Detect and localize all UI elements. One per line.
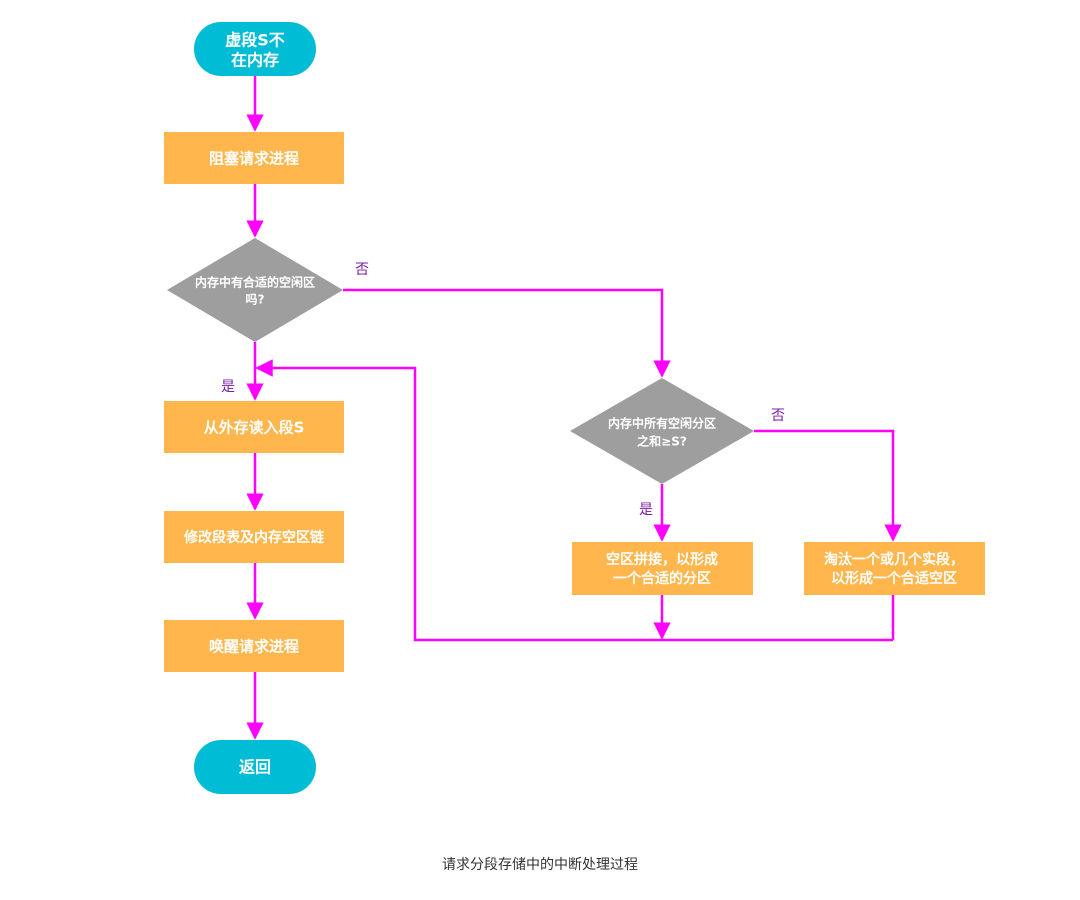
arrow-sum-no-to-evict bbox=[754, 429, 902, 542]
wake-process-box: 唤醒请求进程 bbox=[164, 620, 344, 672]
start-terminal: 虚段S不 在内存 bbox=[194, 22, 316, 76]
compact-box: 空区拼接，以形成 一个合适的分区 bbox=[572, 542, 753, 595]
decision-sum-line1: 内存中所有空闲分区 bbox=[608, 416, 716, 431]
start-terminal-line1: 虚段S不 bbox=[225, 31, 285, 50]
read-segment-box: 从外存读入段S bbox=[164, 401, 344, 453]
block-process-shape bbox=[164, 132, 344, 184]
block-process-box: 阻塞请求进程 bbox=[164, 132, 344, 184]
modify-table-shape bbox=[164, 511, 344, 563]
evict-line2: 以形成一个合适空区 bbox=[831, 570, 957, 587]
read-segment-label: 从外存读入段S bbox=[204, 419, 305, 437]
decision-sum-shape bbox=[570, 378, 754, 484]
compact-line2: 一个合适的分区 bbox=[613, 570, 711, 587]
start-terminal-shape bbox=[194, 22, 316, 76]
decision-sum-line2: 之和≥S? bbox=[637, 434, 687, 449]
compact-shape bbox=[572, 542, 753, 595]
arrow-decision-no-to-sum bbox=[343, 288, 671, 378]
wake-process-shape bbox=[164, 620, 344, 672]
start-terminal-line2: 在内存 bbox=[231, 51, 279, 70]
arrow-bus-loop-to-read bbox=[255, 359, 893, 642]
decision-free-area-line2: 吗? bbox=[246, 293, 265, 307]
decision-free-area: 内存中有合适的空闲区 吗? bbox=[167, 238, 343, 342]
label-yes-sum: 是 bbox=[639, 502, 653, 518]
decision-sum: 内存中所有空闲分区 之和≥S? bbox=[570, 378, 754, 484]
connectors bbox=[246, 76, 902, 740]
figure-caption: 请求分段存储中的中断处理过程 bbox=[442, 857, 638, 873]
evict-shape bbox=[804, 542, 985, 595]
modify-table-box: 修改段表及内存空区链 bbox=[164, 511, 344, 563]
read-segment-shape bbox=[164, 401, 344, 453]
decision-free-area-shape bbox=[167, 238, 343, 342]
modify-table-label: 修改段表及内存空区链 bbox=[183, 529, 325, 546]
end-terminal-shape bbox=[194, 740, 316, 794]
decision-free-area-line1: 内存中有合适的空闲区 bbox=[195, 275, 315, 290]
evict-line1: 淘汰一个或几个实段， bbox=[824, 551, 964, 568]
label-no-free-area: 否 bbox=[355, 262, 369, 278]
evict-box: 淘汰一个或几个实段， 以形成一个合适空区 bbox=[804, 542, 985, 595]
label-no-sum: 否 bbox=[771, 408, 785, 424]
wake-process-label: 唤醒请求进程 bbox=[209, 638, 299, 656]
compact-line1: 空区拼接，以形成 bbox=[606, 551, 718, 568]
block-process-label: 阻塞请求进程 bbox=[209, 150, 299, 168]
end-terminal: 返回 bbox=[194, 740, 316, 794]
label-yes-free-area: 是 bbox=[221, 379, 235, 395]
end-terminal-label: 返回 bbox=[239, 758, 271, 777]
